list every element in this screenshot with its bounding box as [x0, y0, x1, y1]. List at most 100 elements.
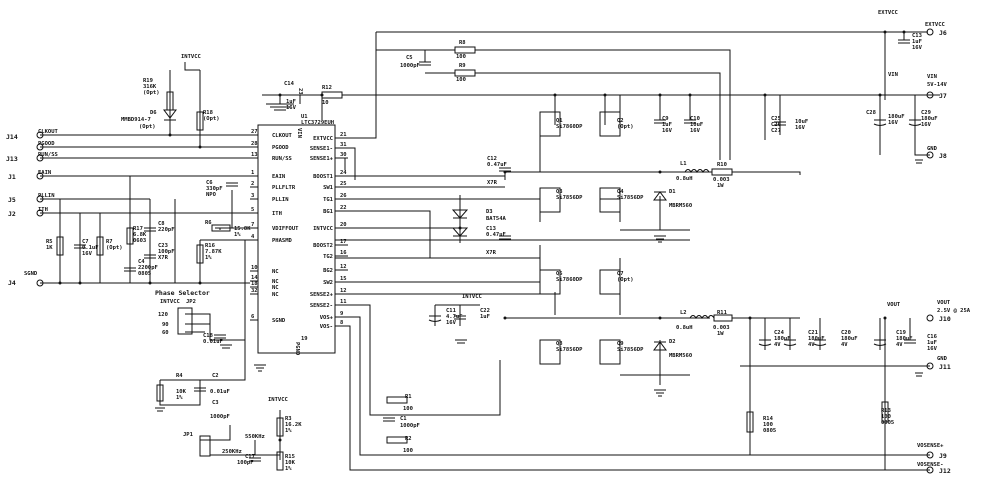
schematic-shape: 21EXTVCC31SENSE1-30SENSE1+24BOOST125SW12…: [310, 132, 348, 330]
connector-j2[interactable]: [36, 209, 44, 217]
connector-j8[interactable]: [926, 151, 934, 159]
schematic-label: 1%: [285, 428, 292, 434]
ic-right-pin-num: 30: [340, 152, 347, 158]
schematic-label: 90: [162, 322, 169, 328]
net-pllin: PLLIN: [38, 193, 55, 199]
schematic-label: C18: [203, 333, 213, 339]
schematic-label: 330pF: [206, 186, 223, 192]
ic-left-pin-num: 32: [251, 288, 258, 294]
connector-j1[interactable]: [36, 172, 44, 180]
schematic-label: 15.8K: [234, 226, 251, 232]
schematic-label: 100: [881, 414, 891, 420]
connector-j11[interactable]: [926, 362, 934, 370]
ic-left-pin-name: PGOOD: [272, 145, 289, 151]
schematic-label: Si7860DP: [556, 277, 583, 283]
schematic-label: C10: [690, 116, 700, 122]
schematic-label: 16V: [662, 128, 673, 134]
r6-body: [211, 224, 231, 232]
ic-pgnd-pin: PGND: [294, 342, 300, 356]
schematic-shape: [503, 170, 507, 174]
schematic-shape: [266, 103, 294, 111]
schematic-label: 1K: [46, 245, 53, 251]
schematic-label: R5: [46, 239, 53, 245]
schematic-shape: [764, 95, 930, 156]
schematic-shape: [774, 121, 786, 126]
schematic-label: 100: [763, 422, 773, 428]
schematic-shape: [763, 93, 767, 97]
schematic-label: 16V: [690, 128, 701, 134]
schematic-label: Q9: [617, 341, 624, 347]
schematic-label: 0.01uF: [210, 389, 230, 395]
schematic-label: 0.8uH: [676, 176, 693, 182]
schematic-label: X7R: [158, 255, 169, 261]
jp1-body[interactable]: [199, 435, 211, 457]
schematic-shape: [58, 281, 62, 285]
schematic-label: L2: [680, 310, 687, 316]
connector-j4[interactable]: [36, 279, 44, 287]
schematic-shape: [262, 94, 940, 120]
ic-left-pin-num: 7: [251, 222, 254, 228]
r4-body: [156, 384, 164, 402]
schematic-label: 1%: [176, 395, 183, 401]
connector-j12[interactable]: [926, 466, 934, 474]
schematic-label: 16V: [82, 251, 93, 257]
schematic-shape: [40, 134, 258, 284]
schematic-label: Si7856DP: [617, 347, 644, 353]
d6-body: [163, 109, 177, 121]
connector-j9[interactable]: [926, 451, 934, 459]
schematic-label: 250KHz: [222, 449, 242, 455]
ic-pgnd-num: 19: [301, 336, 308, 342]
jp2-body[interactable]: [177, 307, 193, 335]
top-parts: R8 100 R9 100 C5 1000pF C13 1uF 16V R12 …: [121, 33, 923, 131]
schematic-label: MBRM560: [669, 203, 692, 209]
label-j13: J13: [6, 155, 18, 163]
schematic-shape: [658, 316, 662, 320]
schematic-label: 10uF: [690, 122, 703, 128]
net-vin-range: 5V-14V: [927, 82, 948, 88]
d3-body: [451, 209, 469, 237]
net-gnd-1: GND: [927, 146, 938, 152]
schematic-label: 4.7uF: [446, 314, 463, 320]
connector-j10[interactable]: [926, 314, 934, 322]
schematic-label: C26: [771, 122, 782, 128]
schematic-label: 1W: [717, 183, 724, 189]
schematic-label: C13: [912, 33, 922, 39]
schematic-label: C19: [896, 330, 906, 336]
connector-j6[interactable]: [926, 28, 934, 36]
schematic-shape: [688, 93, 692, 97]
d2-body: [653, 341, 667, 351]
schematic-label: Q7: [617, 271, 624, 277]
schematic-label: 1000pF: [400, 423, 420, 429]
schematic-label: C12: [487, 156, 497, 162]
schematic-shape: [198, 145, 202, 149]
schematic-label: JP1: [183, 432, 194, 438]
schematic-label: R14: [763, 416, 774, 422]
connector-j7[interactable]: [926, 91, 934, 99]
schematic-shape: [505, 239, 690, 285]
schematic-label: R10: [717, 162, 727, 168]
label-j4: J4: [8, 279, 16, 287]
connector-j5[interactable]: [36, 195, 44, 203]
schematic-shape: [155, 407, 165, 412]
schematic-label: 4V: [808, 342, 815, 348]
schematic-label: 100pF: [237, 460, 254, 466]
schematic-label: R16: [205, 243, 216, 249]
schematic-label: Si7856DP: [617, 195, 644, 201]
schematic-shape: [159, 240, 246, 406]
schematic-label: 4V: [774, 342, 781, 348]
schematic-shape: [278, 438, 282, 442]
junctions: [58, 30, 906, 442]
schematic-label: 16V: [927, 346, 938, 352]
schematic-label: 16V: [888, 120, 899, 126]
schematic-label: Q3: [556, 189, 563, 195]
schematic-label: 100: [456, 54, 466, 60]
schematic-shape: [78, 281, 82, 285]
schematic-label: 180uF: [921, 116, 938, 122]
schematic-label: 0.01uF: [203, 339, 223, 345]
r14-body: [746, 411, 754, 433]
connector-j14[interactable]: [36, 131, 44, 139]
connector-j13[interactable]: [36, 154, 44, 162]
schematic-label: 1%: [285, 466, 292, 472]
connector-pgood[interactable]: [36, 143, 44, 151]
